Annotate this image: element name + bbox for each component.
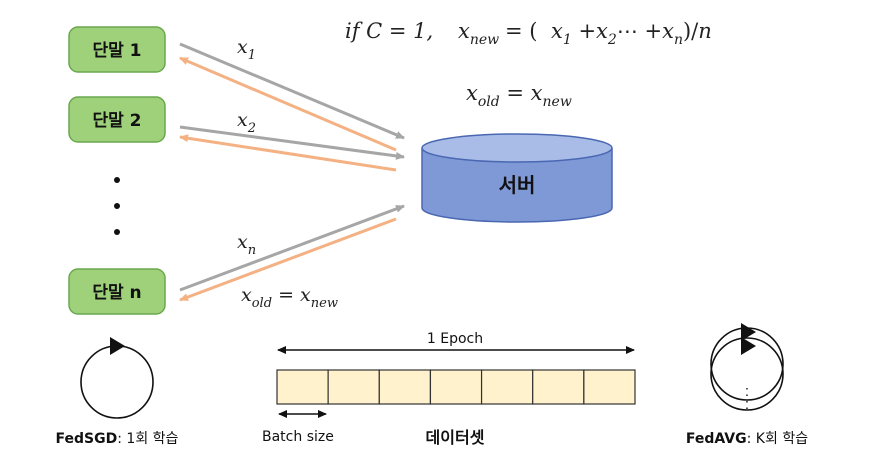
dataset-cell: [276, 369, 329, 405]
dataset-cell: [327, 369, 380, 405]
formula-rhs-terms: x1 +x2⋯ +xn)/n: [551, 19, 712, 48]
terminal-n-label: 단말 n: [92, 282, 141, 303]
batch-span: Batch size: [262, 410, 334, 445]
terminal-2: 단말 2: [68, 96, 166, 143]
formula-condition: if C = 1,: [345, 19, 433, 43]
dataset-bar: [276, 369, 636, 405]
aggregation-formula: if C = 1, xnew = ( x1 +x2⋯ +xn)/n: [345, 19, 712, 48]
epoch-span: 1 Epoch: [277, 331, 635, 354]
upload-arrow-1: [179, 42, 405, 140]
terminal-ellipsis: [114, 177, 120, 235]
terminal-1-label: 단말 1: [92, 40, 141, 61]
dataset-cell: [583, 369, 636, 405]
formula-lhs: xnew: [458, 19, 499, 48]
fedavg-loop-icon: [710, 323, 784, 412]
param-label-1: x1: [237, 36, 256, 63]
terminal-1: 단말 1: [68, 26, 166, 73]
terminal-2-label: 단말 2: [92, 110, 141, 131]
batch-label: Batch size: [262, 429, 334, 445]
download-arrow-2: [179, 134, 397, 172]
update-formula-text: xold = xnew: [466, 81, 572, 110]
dataset-cell: [429, 369, 483, 405]
download-arrow-n: [179, 217, 397, 302]
download-arrow-1: [179, 56, 397, 152]
arrows-terminal-1: x1: [179, 36, 405, 152]
param-label-2: x2: [237, 109, 256, 136]
param-label-n: xn: [237, 231, 256, 258]
dataset-cell: [480, 369, 534, 405]
update-formula: xold = xnew: [466, 81, 572, 110]
fedavg-caption: FedAVG: K회 학습: [686, 431, 808, 447]
server-label: 서버: [499, 173, 536, 197]
return-label: xold = xnew: [241, 284, 338, 311]
dataset-cell: [378, 369, 432, 405]
dataset-label: 데이터셋: [426, 428, 485, 447]
arrows-terminal-n: xn xold = xnew: [179, 204, 405, 311]
fedsgd-caption: FedSGD: 1회 학습: [56, 431, 179, 447]
formula-rhs-open: = (: [505, 19, 537, 43]
terminal-n: 단말 n: [68, 268, 166, 315]
server: 서버: [421, 133, 613, 223]
fedsgd-loop-icon: [80, 337, 154, 419]
dataset-cell: [532, 369, 585, 405]
upload-arrow-2: [179, 125, 405, 160]
upload-arrow-n: [179, 204, 405, 292]
epoch-label: 1 Epoch: [427, 331, 483, 347]
arrows-terminal-2: x2: [179, 109, 405, 172]
